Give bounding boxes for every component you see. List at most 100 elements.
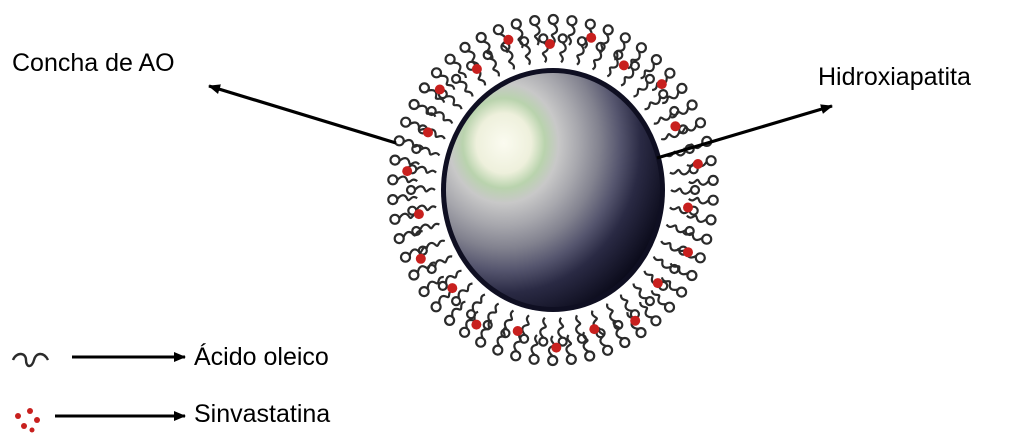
oleic-acid-chain <box>420 148 439 156</box>
oleic-acid-chain <box>670 170 690 175</box>
oleic-acid-head <box>585 352 594 361</box>
oleic-acid-head <box>401 253 410 262</box>
simvastatin-dot <box>657 79 667 89</box>
simvastatin-dot <box>416 254 426 264</box>
simvastatin-dot <box>683 247 693 257</box>
oleic-acid-head <box>702 235 711 244</box>
oleic-acid-head <box>637 43 646 52</box>
oleic-acid-head <box>652 55 661 64</box>
oleic-acid-head <box>439 282 447 290</box>
oleic-acid-head <box>559 34 567 42</box>
oleic-acid-head <box>494 25 503 34</box>
oleic-acid-chain <box>621 295 633 311</box>
oleic-acid-head <box>511 351 520 360</box>
simvastatin-dot <box>683 203 693 213</box>
oleic-acid-head <box>620 338 629 347</box>
legend <box>13 354 185 433</box>
oleic-acid-legend-label: Ácido oleico <box>194 345 329 370</box>
oleic-acid-head <box>707 156 716 165</box>
oleic-acid-head <box>696 253 705 262</box>
oleic-acid-chain <box>576 315 581 335</box>
oleic-acid-chain <box>566 335 571 355</box>
oleic-acid-head <box>395 234 404 243</box>
simvastatin-dot <box>402 166 412 176</box>
simvastatin-dot <box>630 316 640 326</box>
oleic-acid-chain <box>607 304 616 322</box>
shell-pointer-arrow <box>209 86 396 143</box>
oleic-acid-chain <box>505 311 514 330</box>
oleic-acid-chain <box>540 318 546 338</box>
simvastatin-dot <box>414 209 424 219</box>
oleic-acid-head <box>646 75 654 83</box>
simvastatin-dot <box>670 121 680 131</box>
oleic-acid-chain <box>577 45 584 65</box>
oleic-acid-head <box>530 16 539 25</box>
oleic-acid-chain <box>435 112 452 123</box>
simvastatin-dot <box>435 85 445 95</box>
simvastatin-dot <box>589 324 599 334</box>
oleic-acid-chain <box>399 158 419 164</box>
simvastatin-dot <box>471 320 481 330</box>
oleic-acid-head <box>477 33 486 42</box>
oleic-acid-chain <box>569 25 575 45</box>
oleic-acid-chain <box>560 42 566 62</box>
simvastatin-dots-symbol <box>15 408 40 433</box>
oleic-acid-head <box>604 25 613 34</box>
oleic-acid-chain <box>689 180 709 185</box>
oleic-acid-head <box>388 175 397 184</box>
core-label: Hidroxiapatita <box>818 65 971 90</box>
oleic-acid-chain <box>416 167 436 173</box>
oleic-acid-head <box>460 328 469 337</box>
oleic-acid-head <box>445 316 454 325</box>
oleic-acid-chain <box>661 131 679 139</box>
oleic-acid-chain <box>488 304 498 322</box>
oleic-acid-head <box>493 346 502 355</box>
oleic-acid-head <box>409 271 418 280</box>
oleic-acid-head <box>461 43 470 52</box>
oleic-acid-chain <box>532 335 538 355</box>
oleic-acid-head <box>390 215 399 224</box>
oleic-acid-chain <box>558 318 563 338</box>
simvastatin-dot <box>503 35 513 45</box>
oleic-acid-head <box>410 100 419 109</box>
oleic-acid-head <box>677 84 686 93</box>
hydroxyapatite-core <box>441 68 665 312</box>
oleic-acid-head <box>687 271 696 280</box>
oleic-acid-head <box>665 303 674 312</box>
oleic-acid-chain <box>525 45 530 65</box>
oleic-acid-head <box>646 297 654 305</box>
oleic-acid-head <box>637 328 646 337</box>
oleic-acid-chain <box>507 51 514 70</box>
simvastatin-dot <box>423 127 433 137</box>
oleic-acid-head <box>452 75 460 83</box>
simvastatin-dot <box>619 60 629 70</box>
shell-label: Concha de AO <box>12 51 175 76</box>
oleic-acid-chain <box>667 225 686 233</box>
oleic-acid-head <box>446 55 455 64</box>
oleic-acid-head <box>603 346 612 355</box>
oleic-acid-chain <box>535 25 540 45</box>
oleic-acid-chain <box>645 97 661 110</box>
oleic-acid-head <box>476 338 485 347</box>
simvastatin-dot <box>472 64 482 74</box>
oleic-acid-chain <box>662 277 678 289</box>
simvastatin-dot <box>513 326 523 336</box>
oleic-acid-chain <box>687 216 707 222</box>
oleic-acid-chain <box>459 284 473 299</box>
oleic-acid-head <box>688 101 697 110</box>
oleic-acid-head <box>567 16 576 25</box>
oleic-acid-head <box>420 287 429 296</box>
oleic-acid-chain <box>404 140 423 148</box>
oleic-acid-chain <box>426 241 444 249</box>
oleic-acid-chain <box>634 82 648 97</box>
oleic-acid-chain <box>522 315 529 335</box>
oleic-acid-head <box>401 118 410 127</box>
oleic-acid-head <box>407 186 415 194</box>
simvastatin-dot <box>545 39 555 49</box>
oleic-acid-head <box>621 33 630 42</box>
oleic-acid-chain <box>446 96 462 109</box>
oleic-acid-chain <box>671 189 691 194</box>
oleic-acid-head <box>420 83 429 92</box>
oleic-acid-head <box>530 355 539 364</box>
